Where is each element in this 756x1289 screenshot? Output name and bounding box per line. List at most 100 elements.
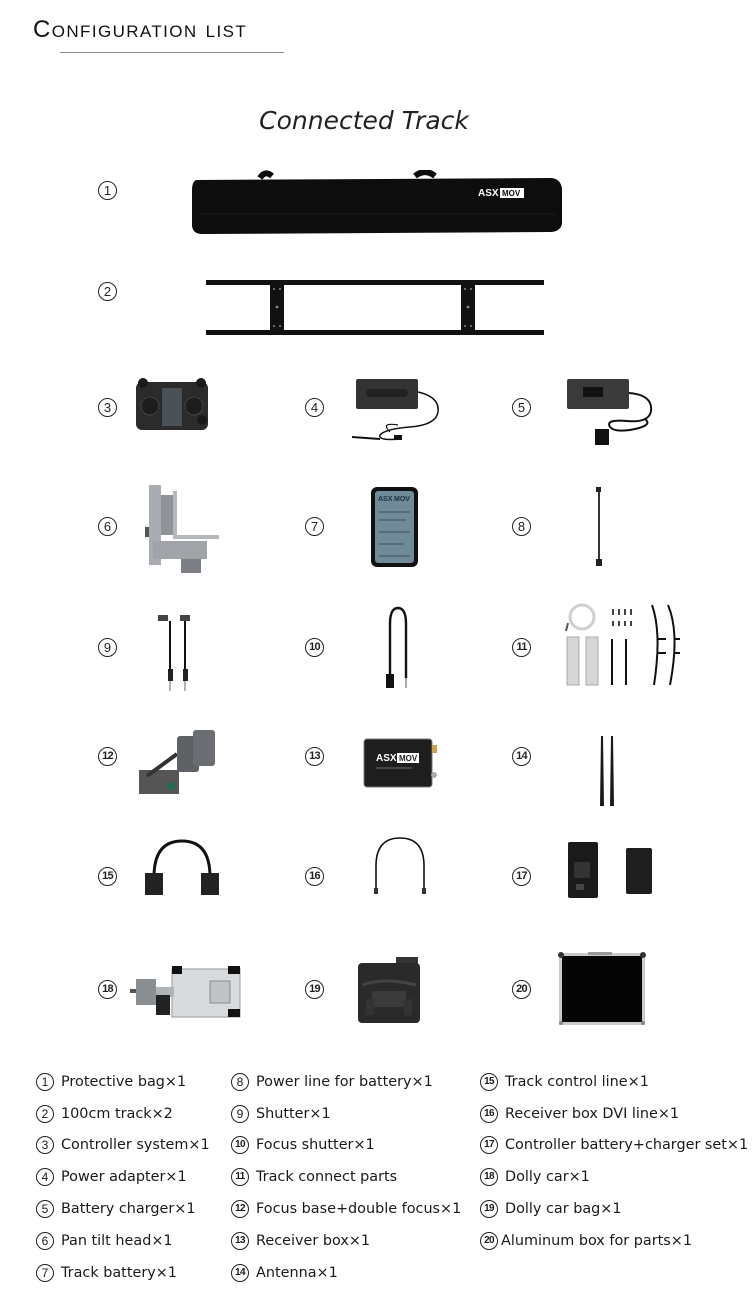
item-number-15: 15 bbox=[98, 867, 117, 886]
item-number-8: 8 bbox=[512, 517, 531, 536]
list-item: 14 Antenna×1 bbox=[231, 1257, 461, 1289]
list-item-label: Power adapter×1 bbox=[61, 1169, 187, 1186]
list-item-label: 100cm track×2 bbox=[61, 1105, 173, 1122]
item-number-badge: 19 bbox=[480, 1200, 498, 1219]
list-item-label: Focus shutter×1 bbox=[256, 1137, 375, 1154]
track-connect-parts-image bbox=[562, 603, 682, 689]
item-number-badge: 2 bbox=[36, 1104, 54, 1123]
list-item-label: Pan tilt head×1 bbox=[61, 1232, 173, 1249]
bag-logo: ASX bbox=[478, 188, 499, 199]
track-image bbox=[205, 279, 547, 339]
controller-battery-charger-image bbox=[566, 840, 656, 898]
list-item: 3 Controller system×1 bbox=[36, 1130, 210, 1162]
list-item-label: Antenna×1 bbox=[256, 1264, 338, 1281]
list-item: 13 Receiver box×1 bbox=[231, 1225, 461, 1257]
list-item-label: Track connect parts bbox=[256, 1169, 398, 1186]
track-control-line-image bbox=[142, 837, 222, 899]
list-item-label: Track battery×1 bbox=[61, 1264, 177, 1281]
item-number-18: 18 bbox=[98, 980, 117, 999]
list-item-label: Shutter×1 bbox=[256, 1105, 331, 1122]
battery-charger-image bbox=[565, 377, 657, 447]
svg-text:MOV: MOV bbox=[502, 189, 521, 198]
item-number-badge: 6 bbox=[36, 1231, 54, 1250]
item-number-badge: 3 bbox=[36, 1136, 54, 1155]
item-number-9: 9 bbox=[98, 638, 117, 657]
list-item-label: Dolly car×1 bbox=[505, 1169, 590, 1186]
list-item-label: Dolly car bag×1 bbox=[505, 1201, 622, 1218]
item-number-20: 20 bbox=[512, 980, 531, 999]
list-item-label: Protective bag×1 bbox=[61, 1073, 187, 1090]
list-item: 11 Track connect parts bbox=[231, 1161, 461, 1193]
list-item-label: Controller battery+charger set×1 bbox=[505, 1137, 749, 1154]
list-item: 19 Dolly car bag×1 bbox=[480, 1193, 748, 1225]
svg-text:ASX: ASX bbox=[378, 496, 393, 503]
antenna-image bbox=[597, 734, 617, 808]
aluminum-box-image bbox=[558, 952, 646, 1026]
power-adapter-image bbox=[350, 377, 450, 445]
section-title: Connected Track bbox=[259, 106, 469, 135]
item-number-14: 14 bbox=[512, 747, 531, 766]
list-item: 8 Power line for battery×1 bbox=[231, 1066, 461, 1098]
list-item: 12 Focus base+double focus×1 bbox=[231, 1193, 461, 1225]
list-item: 1 Protective bag×1 bbox=[36, 1066, 210, 1098]
power-line-image bbox=[594, 487, 604, 567]
item-list-column-3: 15 Track control line×1 16 Receiver box DV… bbox=[480, 1066, 748, 1257]
item-number-4: 4 bbox=[305, 398, 324, 417]
item-number-badge: 8 bbox=[231, 1072, 249, 1091]
protective-bag-image: ASX MOV bbox=[190, 170, 565, 238]
list-item-label: Aluminum box for parts×1 bbox=[501, 1232, 692, 1249]
item-list-column-1: 1 Protective bag×1 2 100cm track×2 3 Contro… bbox=[36, 1066, 210, 1289]
item-number-badge: 14 bbox=[231, 1263, 249, 1282]
item-number-badge: 16 bbox=[480, 1104, 498, 1123]
dolly-car-bag-image bbox=[356, 955, 422, 1025]
dolly-car-image bbox=[128, 963, 244, 1021]
shutter-image bbox=[156, 613, 196, 695]
list-item-label: Receiver box×1 bbox=[256, 1232, 371, 1249]
list-item-label: Track control line×1 bbox=[505, 1073, 649, 1090]
list-item: 7 Track battery×1 bbox=[36, 1257, 210, 1289]
item-number-5: 5 bbox=[512, 398, 531, 417]
item-number-badge: 12 bbox=[231, 1200, 249, 1219]
item-number-badge: 7 bbox=[36, 1263, 54, 1282]
item-number-badge: 15 bbox=[480, 1072, 498, 1091]
receiver-box-dvi-line-image bbox=[372, 836, 428, 898]
item-number-1: 1 bbox=[98, 181, 117, 200]
receiver-box-image: ASX MOV bbox=[362, 735, 440, 791]
item-number-badge: 5 bbox=[36, 1200, 54, 1219]
list-item: 15 Track control line×1 bbox=[480, 1066, 748, 1098]
track-battery-image: ASX MOV bbox=[370, 486, 420, 568]
item-number-19: 19 bbox=[305, 980, 324, 999]
page-title: Configuration list bbox=[33, 16, 248, 43]
item-number-6: 6 bbox=[98, 517, 117, 536]
item-number-11: 11 bbox=[512, 638, 531, 657]
title-underline bbox=[60, 52, 284, 53]
list-item-label: Receiver box DVI line×1 bbox=[505, 1105, 680, 1122]
list-item: 2 100cm track×2 bbox=[36, 1098, 210, 1130]
item-number-badge: 9 bbox=[231, 1104, 249, 1123]
list-item: 6 Pan tilt head×1 bbox=[36, 1225, 210, 1257]
item-number-12: 12 bbox=[98, 747, 117, 766]
item-number-badge: 13 bbox=[231, 1231, 249, 1250]
svg-text:MOV: MOV bbox=[394, 496, 410, 503]
list-item: 16 Receiver box DVI line×1 bbox=[480, 1098, 748, 1130]
item-number-7: 7 bbox=[305, 517, 324, 536]
list-item-label: Focus base+double focus×1 bbox=[256, 1201, 462, 1218]
list-item-label: Power line for battery×1 bbox=[256, 1073, 433, 1090]
list-item: 9 Shutter×1 bbox=[231, 1098, 461, 1130]
item-number-10: 10 bbox=[305, 638, 324, 657]
item-number-2: 2 bbox=[98, 282, 117, 301]
item-number-17: 17 bbox=[512, 867, 531, 886]
pan-tilt-head-image bbox=[143, 483, 223, 575]
item-number-badge: 11 bbox=[231, 1168, 249, 1187]
focus-base-double-focus-image bbox=[137, 726, 221, 798]
item-number-13: 13 bbox=[305, 747, 324, 766]
item-number-badge: 1 bbox=[36, 1072, 54, 1091]
controller-system-image bbox=[134, 376, 210, 432]
list-item-label: Controller system×1 bbox=[61, 1137, 210, 1154]
